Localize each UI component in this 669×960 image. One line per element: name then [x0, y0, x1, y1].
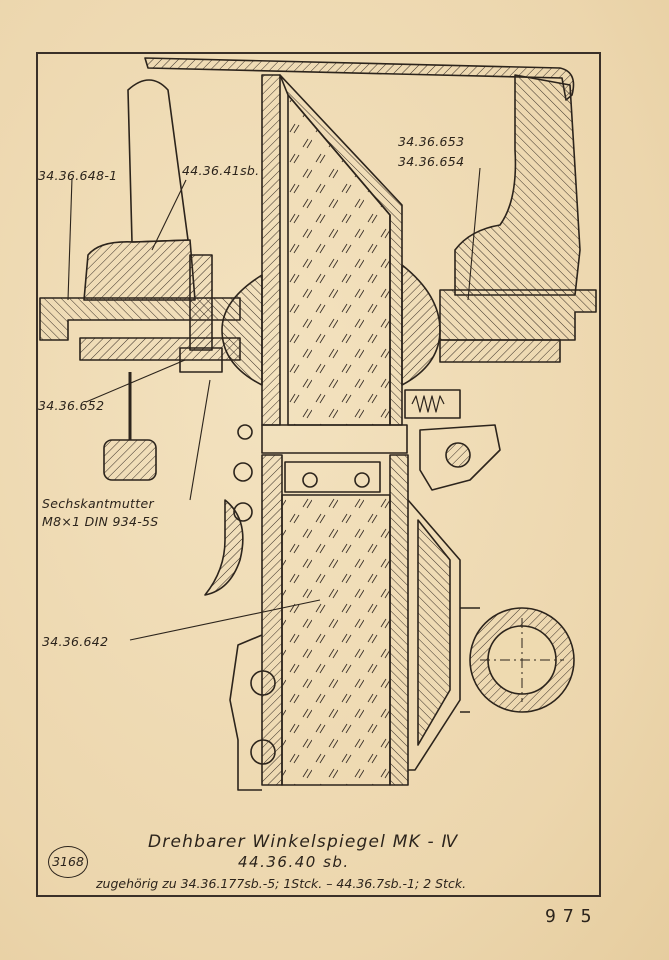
mirror-arm: [407, 499, 461, 771]
connector-ring: [261, 424, 408, 454]
figure-number-badge: 3168: [48, 846, 88, 878]
base-plate-right: [439, 339, 561, 363]
lower-bolt-2: [250, 739, 276, 765]
latch-wheel: [445, 442, 471, 468]
left-knob: [127, 79, 189, 243]
left-bearing: [221, 274, 263, 386]
pivot-bracket: [460, 607, 480, 713]
label-34-36-652: 34.36.652: [38, 398, 105, 413]
upper-wall-left: [261, 74, 281, 426]
left-block: [83, 239, 196, 301]
label-34-36-654: 34.36.654: [398, 154, 465, 169]
left-pin: [237, 424, 253, 440]
lever-pin: [233, 502, 253, 522]
drawing-title: Drehbarer Winkelspiegel MK - Ⅳ: [148, 832, 459, 852]
right-housing: [454, 74, 581, 296]
right-bearing: [401, 264, 441, 386]
label-44-36-41sb: 44.36.41sb.: [182, 163, 260, 178]
page-number: 975: [545, 906, 599, 927]
knurled-knob: [103, 439, 157, 481]
lower-wall-left: [261, 454, 283, 786]
top-hood: [144, 57, 575, 101]
screw-1: [302, 472, 318, 488]
spring: [411, 395, 445, 413]
assembly-note: zugehörig zu 34.36.177sb.-5; 1Stck. – 44…: [96, 876, 467, 891]
label-34-36-653: 34.36.653: [398, 134, 465, 149]
lower-body-left: [229, 634, 263, 791]
lever-pivot: [233, 462, 253, 482]
label-34-36-642: 34.36.642: [42, 634, 109, 649]
lever: [204, 499, 244, 596]
lower-bolt-1: [250, 670, 276, 696]
drawing-frame: [36, 52, 601, 897]
bolt-nut: [179, 347, 223, 373]
lower-prism: [281, 494, 391, 786]
screw-2: [354, 472, 370, 488]
mirror-plate: [417, 519, 451, 746]
base-plate-left: [79, 337, 241, 361]
latch-body: [419, 424, 501, 491]
label-sechskantmutter: Sechskantmutter: [42, 496, 154, 511]
window-plate: [284, 461, 381, 493]
label-nut-spec: M8×1 DIN 934-5S: [42, 514, 159, 529]
label-34-36-648-1: 34.36.648-1: [38, 168, 118, 183]
part-number: 44.36.40 sb.: [238, 853, 350, 871]
spring-housing: [404, 389, 461, 419]
bolt: [189, 254, 213, 351]
base-flange-right: [439, 289, 597, 341]
lower-wall-right: [389, 454, 409, 786]
